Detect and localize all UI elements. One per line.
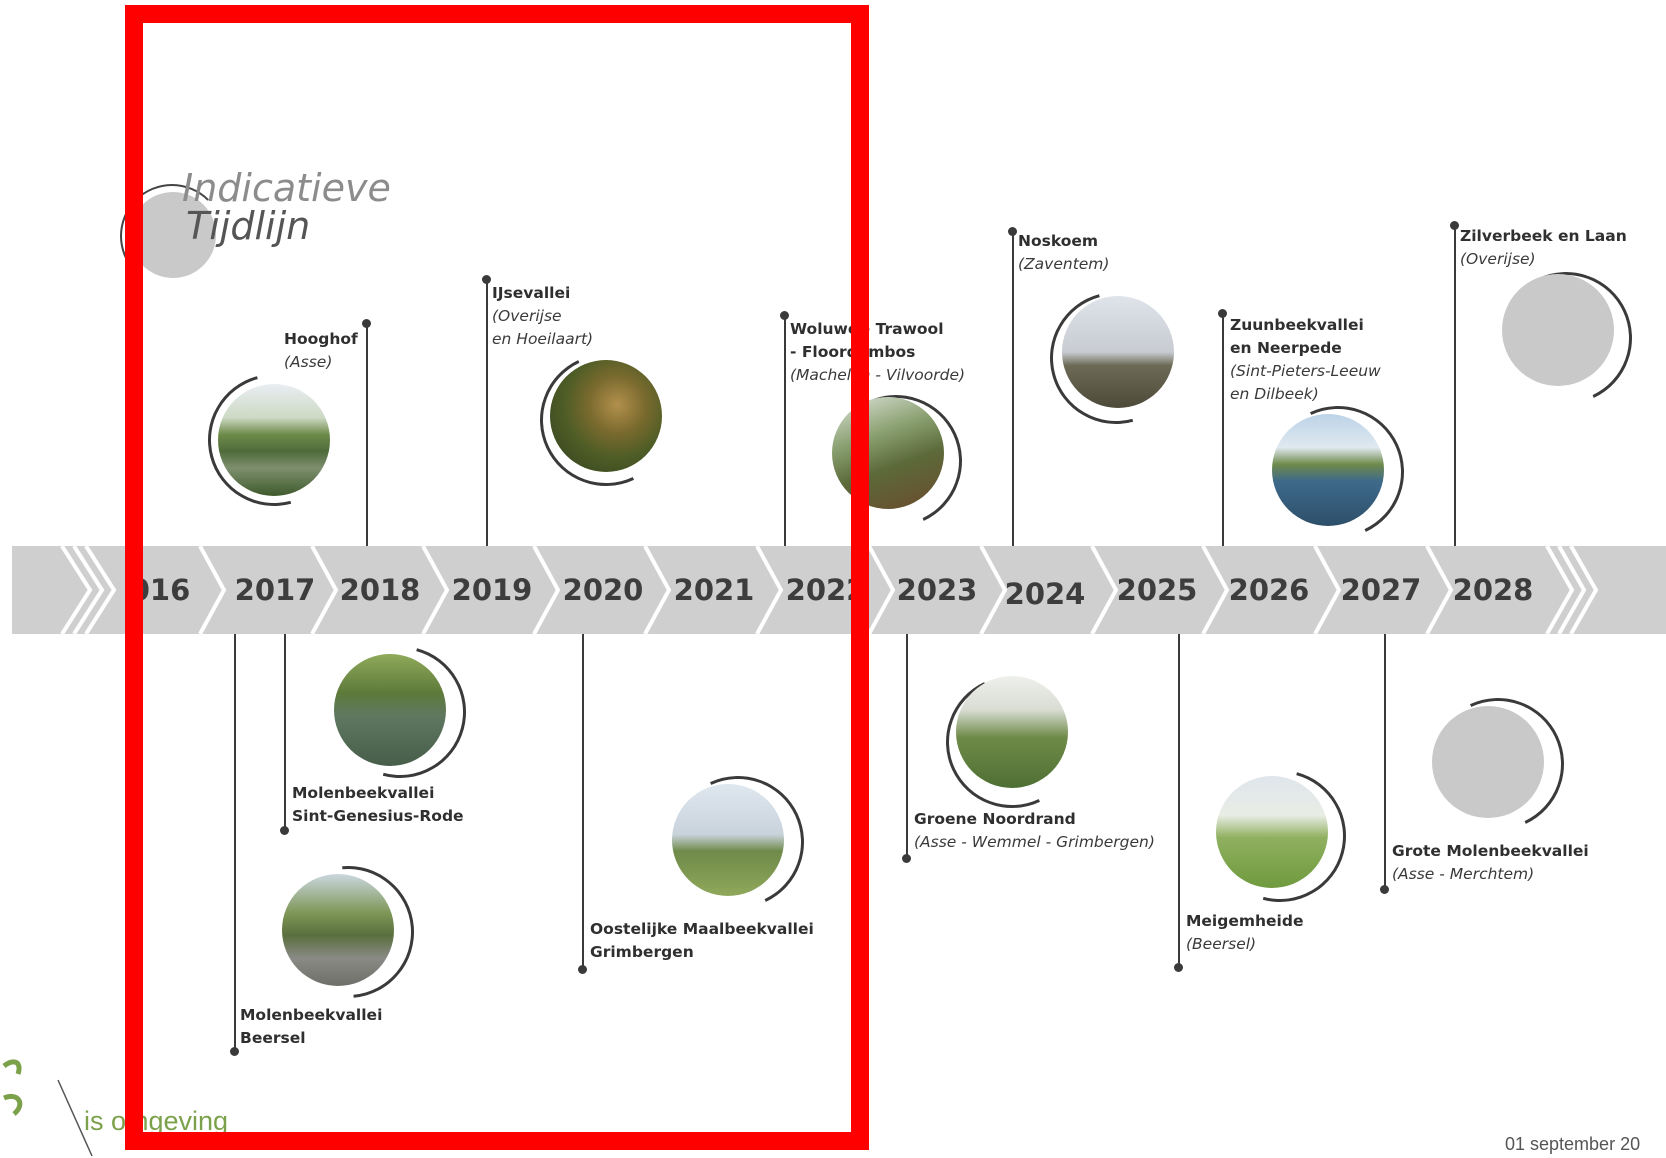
label-zuunbeek: Zuunbeekvallei en Neerpede (Sint-Pieters… — [1230, 314, 1381, 406]
meigem-location: (Beersel) — [1186, 935, 1257, 953]
groene-location: (Asse - Wemmel - Grimbergen) — [914, 833, 1155, 851]
label-molen-beersel: Molenbeekvallei Beersel — [240, 1004, 382, 1050]
timeline-band — [12, 546, 1666, 634]
stem-grote — [1384, 634, 1386, 890]
dot-zuunbeek — [1218, 309, 1227, 318]
footer-divider — [57, 1079, 93, 1157]
year-2021: 2021 — [673, 573, 755, 607]
grote-location: (Asse - Merchtem) — [1392, 865, 1535, 883]
zuunbeek-name: Zuunbeekvallei — [1230, 316, 1364, 334]
dot-molen-sgr — [280, 826, 289, 835]
title-decor-arc — [120, 184, 224, 288]
year-2020: 2020 — [562, 573, 644, 607]
photo-woluwe — [832, 397, 944, 509]
footer-tagline: is omgeving — [84, 1106, 229, 1136]
stem-woluwe — [784, 316, 786, 546]
year-2019: 2019 — [451, 573, 533, 607]
photo-maalbeek — [672, 784, 784, 896]
stem-meigem — [1178, 634, 1180, 968]
photo-molen-beersel — [282, 874, 394, 986]
molen-beersel-name: Molenbeekvallei — [240, 1006, 383, 1024]
footer-date: 01 september 20 — [1505, 1134, 1641, 1154]
label-grote: Grote Molenbeekvallei (Asse - Merchtem) — [1392, 840, 1589, 886]
zuunbeek-location-2: en Dilbeek) — [1230, 385, 1319, 403]
year-2017: 2017 — [234, 573, 316, 607]
maalbeek-name: Oostelijke Maalbeekvallei — [590, 920, 814, 938]
dot-noskoem — [1008, 227, 1017, 236]
hooghof-name: Hooghof — [284, 330, 358, 348]
photo-zuunbeek — [1272, 414, 1384, 526]
year-2024: 2024 — [1004, 577, 1086, 611]
molen-sgr-name-2: Sint-Genesius-Rode — [292, 807, 464, 825]
dot-zilverbeek — [1450, 221, 1459, 230]
year-2023: 2023 — [896, 573, 978, 607]
photo-groene — [956, 676, 1068, 788]
label-molen-sgr: Molenbeekvallei Sint-Genesius-Rode — [292, 782, 464, 828]
molen-beersel-name-2: Beersel — [240, 1029, 306, 1047]
stem-ijsevallei — [486, 280, 488, 546]
molen-sgr-name: Molenbeekvallei — [292, 784, 435, 802]
photo-noskoem — [1062, 296, 1174, 408]
noskoem-location: (Zaventem) — [1018, 255, 1110, 273]
stem-zilverbeek — [1454, 226, 1456, 546]
stem-noskoem — [1012, 232, 1014, 546]
timeline-subtitle: Tijdlijn — [186, 204, 311, 248]
label-meigem: Meigemheide (Beersel) — [1186, 910, 1303, 956]
year-2018: 2018 — [339, 573, 421, 607]
year-2025: 2025 — [1116, 573, 1198, 607]
groene-name: Groene Noordrand — [914, 810, 1076, 828]
stem-zuunbeek — [1222, 314, 1224, 546]
ijsevallei-name: IJsevallei — [492, 284, 571, 302]
label-hooghof: Hooghof (Asse) — [284, 328, 358, 374]
dot-hooghof — [362, 319, 371, 328]
stem-hooghof — [366, 324, 368, 546]
zuunbeek-location-1: (Sint-Pieters-Leeuw — [1230, 362, 1381, 380]
maalbeek-name-2: Grimbergen — [590, 943, 694, 961]
grote-name: Grote Molenbeekvallei — [1392, 842, 1589, 860]
timeline-title: Indicatieve — [182, 166, 391, 210]
photo-grote-placeholder — [1432, 706, 1544, 818]
meigem-name: Meigemheide — [1186, 912, 1304, 930]
zilverbeek-name: Zilverbeek en Laan — [1460, 227, 1627, 245]
zilverbeek-location: (Overijse) — [1460, 250, 1536, 268]
year-2028: 2028 — [1452, 573, 1534, 607]
label-noskoem: Noskoem (Zaventem) — [1018, 230, 1109, 276]
zuunbeek-name-2: en Neerpede — [1230, 339, 1342, 357]
label-zilverbeek: Zilverbeek en Laan (Overijse) — [1460, 225, 1627, 271]
dot-woluwe — [780, 311, 789, 320]
woluwe-location: (Machelen - Vilvoorde) — [790, 366, 966, 384]
highlight-box — [125, 5, 869, 1150]
photo-ijsevallei — [550, 360, 662, 472]
stem-groene — [906, 634, 908, 858]
stem-molen-beersel — [234, 634, 236, 1052]
photo-meigem — [1216, 776, 1328, 888]
photo-hooghof — [218, 384, 330, 496]
year-2027: 2027 — [1340, 573, 1422, 607]
dot-molen-beersel — [230, 1047, 239, 1056]
label-groene: Groene Noordrand (Asse - Wemmel - Grimbe… — [914, 808, 1155, 854]
ijsevallei-location-1: (Overijse — [492, 307, 562, 325]
label-ijsevallei: IJsevallei (Overijse en Hoeilaart) — [492, 282, 593, 351]
noskoem-name: Noskoem — [1018, 232, 1099, 250]
dot-maalbeek — [578, 965, 587, 974]
logo-icon — [2, 1059, 23, 1116]
dot-ijsevallei — [482, 275, 491, 284]
dot-meigem — [1174, 963, 1183, 972]
dot-groene — [902, 854, 911, 863]
stem-molen-sgr — [284, 634, 286, 830]
photo-molen-sgr — [334, 654, 446, 766]
dot-grote — [1380, 885, 1389, 894]
photo-zilverbeek-placeholder — [1502, 274, 1614, 386]
hooghof-location: (Asse) — [284, 353, 333, 371]
label-maalbeek: Oostelijke Maalbeekvallei Grimbergen — [590, 918, 814, 964]
year-2026: 2026 — [1228, 573, 1310, 607]
stem-maalbeek — [582, 634, 584, 970]
ijsevallei-location-2: en Hoeilaart) — [492, 330, 594, 348]
